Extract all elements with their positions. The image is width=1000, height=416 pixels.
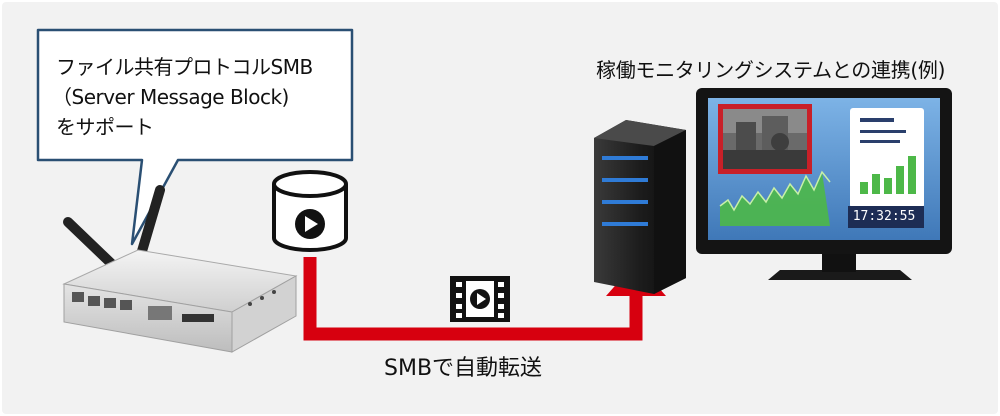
pc-tower [594, 120, 686, 294]
bar-2 [872, 174, 880, 194]
bar-4 [896, 166, 904, 194]
callout-line-1: ファイル共有プロトコルSMB [56, 55, 313, 79]
database-play-icon [272, 170, 348, 252]
monitor-clock: 17:32:55 [852, 208, 916, 226]
bar-1 [860, 182, 868, 194]
bar-5 [908, 156, 916, 194]
callout-line-2: （Server Message Block) [52, 85, 289, 109]
system-title: 稼働モニタリングシステムとの連携(例) [596, 58, 946, 82]
transfer-label: SMBで自動転送 [384, 356, 543, 381]
router-device [62, 185, 298, 353]
bar-3 [884, 178, 892, 194]
monitor [696, 88, 952, 280]
film-play-icon [450, 276, 510, 322]
callout-line-3: をサポート [56, 115, 154, 139]
